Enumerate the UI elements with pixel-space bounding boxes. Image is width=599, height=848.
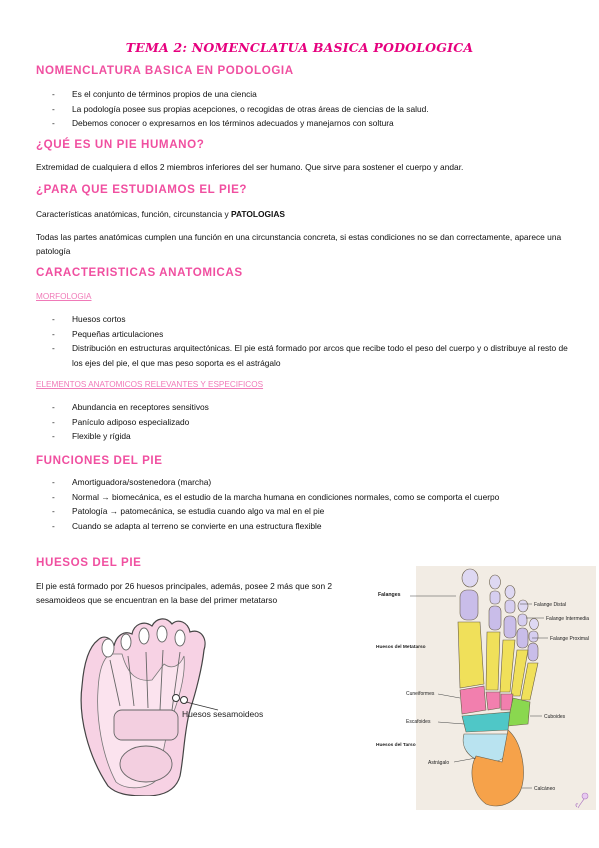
list-funciones: Amortiguadora/sostenedora (marcha) Norma… <box>52 475 572 533</box>
list-item: Es el conjunto de términos propios de un… <box>52 87 572 102</box>
list-item: Patología → patomecánica, se estudia cua… <box>52 504 572 519</box>
paragraph-text: Características anatómicas, función, cir… <box>36 209 229 219</box>
list-item: Huesos cortos <box>52 312 572 327</box>
list-item: La podología posee sus propias acepcione… <box>52 102 572 117</box>
foot-sesamoid-figure: Huesos sesamoideos <box>68 606 308 796</box>
label-huesos-sesamoideos: Huesos sesamoideos <box>182 709 263 719</box>
subheading-morfologia: MORFOLOGIA <box>36 292 92 301</box>
list-item: Pequeñas articulaciones <box>52 327 572 342</box>
bold-patologias: PATOLOGIAS <box>231 209 286 219</box>
list-nomenclatura: Es el conjunto de términos propios de un… <box>52 87 572 131</box>
sesamoid-bone-shape <box>180 696 188 704</box>
heading-nomenclatura: NOMENCLATURA BASICA EN PODOLOGIA <box>36 64 294 77</box>
sesamoid-bone-shape <box>172 694 180 702</box>
heading-que-es-pie: ¿QUÉ ES UN PIE HUMANO? <box>36 138 205 151</box>
subheading-elementos: ELEMENTOS ANATOMICOS RELEVANTES Y ESPECI… <box>36 380 264 389</box>
label-escafoides: Escafoides <box>406 719 431 725</box>
list-morfologia: Huesos cortos Pequeñas articulaciones Di… <box>52 312 572 370</box>
label-tarso: Huesos del Tarso <box>376 742 416 748</box>
label-metatarso: Huesos del Metatarso <box>376 644 426 650</box>
label-metatarso-text: Huesos del Metatarso <box>376 644 426 650</box>
list-item: Abundancia en receptores sensitivos <box>52 400 572 415</box>
label-falange-intermedia: Falange Intermedia <box>546 616 589 622</box>
paragraph-funcion: Todas las partes anatómicas cumplen una … <box>36 232 562 256</box>
foot-bones-figure: Falanges Huesos del Metatarso Huesos del… <box>376 566 596 810</box>
label-astragalo: Astrágalo <box>428 760 449 766</box>
list-item: Normal → biomecánica, es el estudio de l… <box>52 490 572 505</box>
list-item: Debemos conocer o expresarnos en los tér… <box>52 116 572 131</box>
label-cuneiformes: Cuneiformes <box>406 691 435 697</box>
label-calcaneo: Calcáneo <box>534 786 555 792</box>
list-elementos: Abundancia en receptores sensitivos Paní… <box>52 400 572 444</box>
label-falanges: Falanges <box>378 592 401 598</box>
paragraph-pie-humano: Extremidad de cualquiera d ellos 2 miemb… <box>36 162 464 172</box>
label-falange-proximal: Falange Proximal <box>550 636 589 642</box>
list-item: Flexible y rígida <box>52 429 572 444</box>
heading-funciones: FUNCIONES DEL PIE <box>36 454 163 467</box>
paragraph-caracteristicas: Características anatómicas, función, cir… <box>36 207 566 221</box>
list-item: Panículo adiposo especializado <box>52 415 572 430</box>
list-item: Cuando se adapta al terreno se convierte… <box>52 519 572 534</box>
list-item: Distribución en estructuras arquitectóni… <box>52 341 572 370</box>
paragraph-huesos: El pie está formado por 26 huesos princi… <box>36 581 333 605</box>
label-falange-distal: Falange Distal <box>534 602 566 608</box>
label-cuboides: Cuboides <box>544 714 566 720</box>
list-item: Amortiguadora/sostenedora (marcha) <box>52 475 572 490</box>
heading-caracteristicas-anatomicas: CARACTERISTICAS ANATOMICAS <box>36 266 243 279</box>
heading-huesos: HUESOS DEL PIE <box>36 556 142 569</box>
document-title: TEMA 2: NOMENCLATUA BASICA PODOLOGICA <box>125 40 474 55</box>
heading-para-que: ¿PARA QUE ESTUDIAMOS EL PIE? <box>36 183 248 196</box>
flower-doodle-icon <box>575 792 589 809</box>
